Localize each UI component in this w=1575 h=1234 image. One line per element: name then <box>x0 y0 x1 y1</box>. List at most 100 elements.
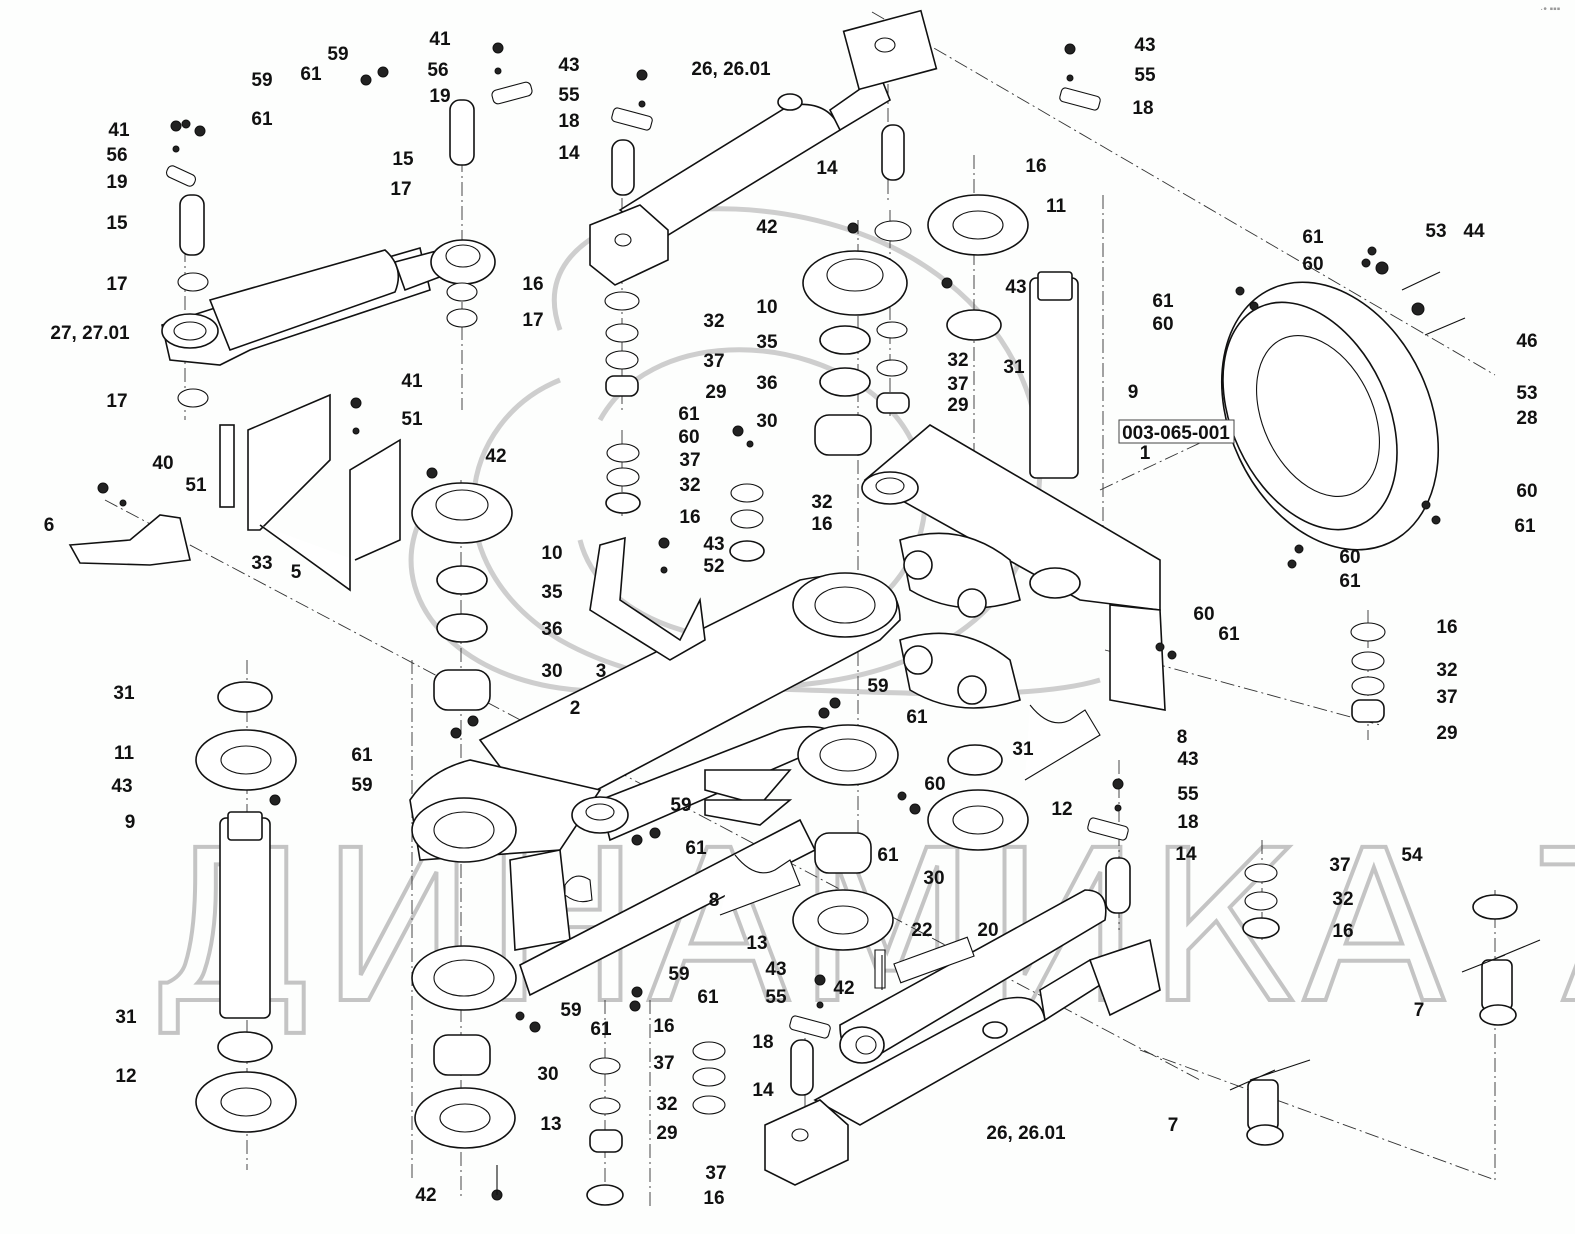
part-callout-43: 43 <box>558 55 579 76</box>
part-callout-32: 32 <box>947 350 968 371</box>
part-callout-41: 41 <box>429 29 451 50</box>
part-callout-32: 32 <box>811 492 832 513</box>
part-callout-35: 35 <box>541 582 563 603</box>
part-callout-10: 10 <box>541 543 562 564</box>
part-callout-8: 8 <box>1177 727 1188 748</box>
part-callout-5: 5 <box>291 562 302 583</box>
part-callout-40: 40 <box>152 453 173 474</box>
part-callout-61: 61 <box>1152 291 1174 312</box>
part-callout-12: 12 <box>115 1066 136 1087</box>
part-callout-12: 12 <box>1051 799 1072 820</box>
pins-and-plates <box>165 81 1131 1096</box>
kingpin-9-upper <box>1029 271 1079 479</box>
reference-code-box: 003-065-001 1 <box>1118 419 1235 464</box>
slewing-ring-28 <box>1220 281 1440 551</box>
part-callout-16: 16 <box>679 507 700 528</box>
part-callout-18: 18 <box>558 111 579 132</box>
part-callout-60: 60 <box>1152 314 1173 335</box>
part-callout-51: 51 <box>185 475 207 496</box>
part-callout-15: 15 <box>392 149 414 170</box>
part-callout-16: 16 <box>522 274 543 295</box>
part-callout-37: 37 <box>703 351 724 372</box>
part-callout-59: 59 <box>668 964 689 985</box>
part-callout-9: 9 <box>125 812 136 833</box>
part-callout-7: 7 <box>1168 1115 1179 1136</box>
part-callout-7: 7 <box>1414 1000 1425 1021</box>
part-callout-37: 37 <box>947 374 968 395</box>
part-callout-55: 55 <box>1134 65 1156 86</box>
part-callout-55: 55 <box>558 85 580 106</box>
part-callout-61: 61 <box>300 64 322 85</box>
part-callout-17: 17 <box>106 274 127 295</box>
part-callout-42: 42 <box>756 217 777 238</box>
part-callout-10: 10 <box>756 297 777 318</box>
part-callout-6: 6 <box>44 515 55 536</box>
part-callout-29: 29 <box>705 382 726 403</box>
part-callout-31: 31 <box>113 683 135 704</box>
part-callout-30: 30 <box>537 1064 558 1085</box>
part-callout-2: 2 <box>570 698 581 719</box>
part-callout-61: 61 <box>685 838 707 859</box>
part-callout-52: 52 <box>703 556 724 577</box>
corner-mark: ·• ▪▪▪ <box>1540 4 1561 15</box>
part-callout-42: 42 <box>833 978 854 999</box>
part-callout-46: 46 <box>1516 331 1537 352</box>
part-callout-55: 55 <box>1177 784 1199 805</box>
part-callout-32: 32 <box>1436 660 1457 681</box>
part-callout-43: 43 <box>1177 749 1198 770</box>
part-callout-32: 32 <box>679 475 700 496</box>
part-callout-61: 61 <box>1218 624 1240 645</box>
part-callout-61: 61 <box>251 109 273 130</box>
part-callout-36: 36 <box>541 619 562 640</box>
part-callout-8: 8 <box>709 890 720 911</box>
part-callout-41: 41 <box>108 120 130 141</box>
part-callout-61: 61 <box>590 1019 612 1040</box>
part-callout-51: 51 <box>401 409 423 430</box>
part-callout-13: 13 <box>746 933 767 954</box>
hydraulic-cylinder-26-bottom <box>764 889 1161 1186</box>
part-callout-56: 56 <box>427 60 448 81</box>
part-callout-16: 16 <box>1332 921 1353 942</box>
part-callout-28: 28 <box>1516 408 1537 429</box>
part-callout-60: 60 <box>678 427 699 448</box>
part-callout-61: 61 <box>877 845 899 866</box>
part-callout-56: 56 <box>106 145 127 166</box>
part-callout-59: 59 <box>327 44 348 65</box>
part-callout-27-27-01: 27, 27.01 <box>50 323 130 344</box>
part-callout-32: 32 <box>1332 889 1353 910</box>
part-callout-11: 11 <box>1046 196 1067 217</box>
part-callout-61: 61 <box>906 707 928 728</box>
part-callout-18: 18 <box>1132 98 1153 119</box>
part-callout-60: 60 <box>1193 604 1214 625</box>
part-callout-33: 33 <box>251 553 272 574</box>
part-callout-37: 37 <box>705 1163 726 1184</box>
part-callout-61: 61 <box>351 745 373 766</box>
part-callout-29: 29 <box>1436 723 1457 744</box>
part-callout-30: 30 <box>541 661 562 682</box>
part-callout-3: 3 <box>596 661 607 682</box>
part-callout-60: 60 <box>1516 481 1537 502</box>
part-callout-60: 60 <box>924 774 945 795</box>
part-callout-16: 16 <box>653 1016 674 1037</box>
part-callout-59: 59 <box>251 70 272 91</box>
seal-ring-stacks <box>177 220 1518 1206</box>
part-callout-59: 59 <box>351 775 372 796</box>
part-callout-14: 14 <box>752 1080 774 1101</box>
part-callout-32: 32 <box>656 1094 677 1115</box>
flanges-and-rings <box>195 194 1029 1149</box>
part-callout-36: 36 <box>756 373 777 394</box>
part-callout-16: 16 <box>1025 156 1046 177</box>
part-callout-18: 18 <box>752 1032 773 1053</box>
fasteners <box>97 42 1466 1201</box>
part-callout-54: 54 <box>1401 845 1423 866</box>
part-callout-11: 11 <box>114 743 135 764</box>
part-callout-35: 35 <box>756 332 778 353</box>
part-callout-9: 9 <box>1128 382 1139 403</box>
part-callout-17: 17 <box>390 179 411 200</box>
part-callout-14: 14 <box>558 143 580 164</box>
part-callout-31: 31 <box>1003 357 1025 378</box>
part-callout-37: 37 <box>653 1053 674 1074</box>
part-callout-31: 31 <box>1012 739 1034 760</box>
